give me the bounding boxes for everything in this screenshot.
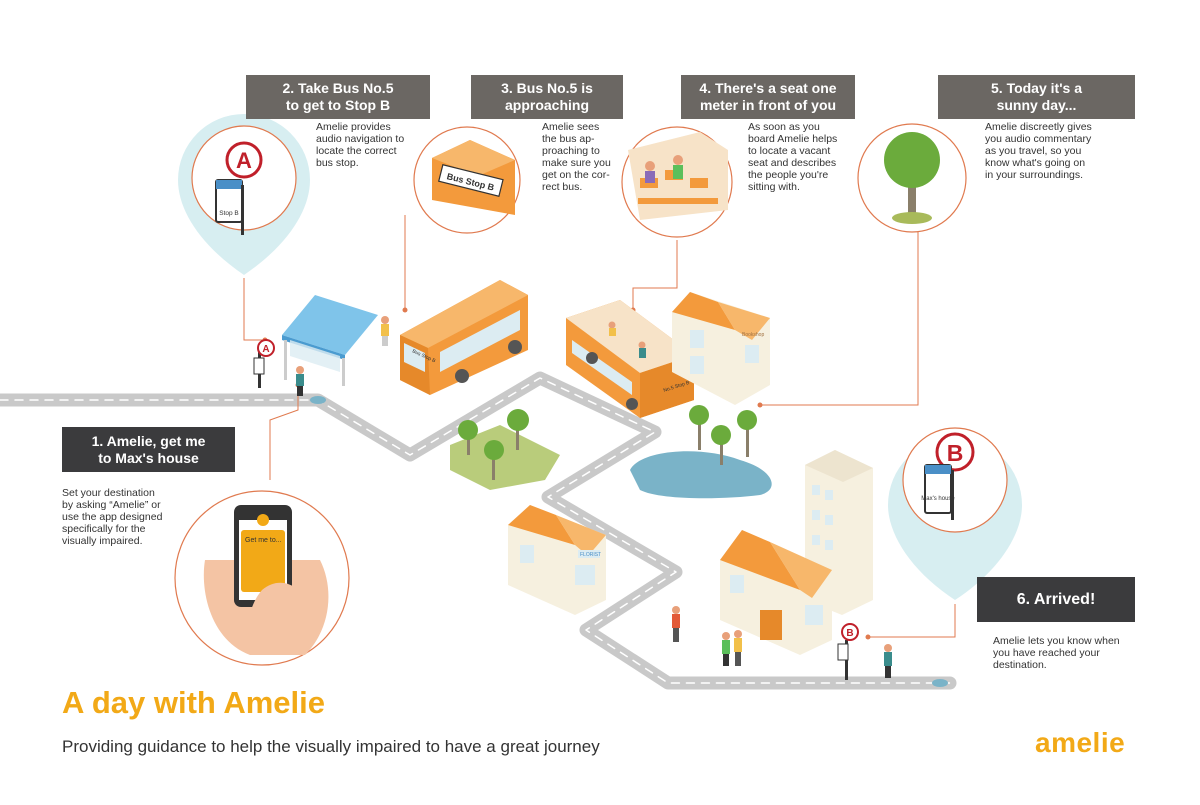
road-node-a [310,396,326,404]
step-5-body-line-1: Amelie discreetly gives [985,121,1092,133]
step-3-heading-line-1: 3. Bus No.5 is [501,80,593,96]
park-left [450,409,560,490]
bus-arriving: Bus Stop B [400,280,528,395]
circle-bus: Bus Stop B [413,126,521,234]
step-6-body-line-1: Amelie lets you know when [993,635,1120,647]
step-4-heading-line-1: 4. There's a seat one [699,80,837,96]
pin-a-sign-text: Stop B [219,210,239,217]
step-1-body-line-3: use the app designed [62,511,163,523]
step-4-body-line-2: board Amelie helps [748,133,838,145]
pin-a-letter: A [236,148,252,173]
person-waiting [296,366,304,396]
step-6-heading-line-1: 6. Arrived! [1016,591,1096,608]
step-6-description: Amelie lets you know when you have reach… [993,635,1120,671]
step-3-body-line-4: make sure you [542,157,611,169]
phone-text: Get me to... [245,537,282,544]
step-1-body-line-2: by asking “Amelie” or [62,499,161,511]
step-2-callout: 2. Take Bus No.5 to get to Stop B [246,75,430,119]
building-destination [720,530,832,655]
step-4-description: As soon as you board Amelie helps to loc… [748,121,837,193]
step-2-heading-line-2: to get to Stop B [285,97,391,113]
pin-b: B Max's house [888,427,1022,600]
map-stop-b-letter: B [846,628,853,639]
step-3-body-line-3: proaching to [542,145,600,157]
step-4-body-line-3: to locate a vacant [748,145,831,157]
pond-park [630,405,772,499]
step-6-body-line-3: destination. [993,659,1047,671]
step-2-body-line-2: audio navigation to [316,133,405,145]
step-3-body-line-2: the bus ap- [542,133,595,145]
bus-open-top: No.5 Stop B [566,300,694,418]
step-4-body-line-5: the people you're [748,169,829,181]
step-1-callout: 1. Amelie, get me to Max's house [62,427,235,472]
step-4-callout: 4. There's a seat one meter in front of … [681,75,855,119]
page-subtitle: Providing guidance to help the visually … [62,737,600,756]
bookshop-label: Bookshop [742,332,764,338]
step-3-heading-line-2: approaching [504,97,589,113]
step-6-callout: 6. Arrived! [977,577,1135,622]
step-4-heading-line-2: meter in front of you [699,97,837,113]
bus-stop-sign-a: A [253,339,275,388]
step-5-heading-line-1: 5. Today it's a [991,80,1082,96]
step-5-body-line-4: know what's going on [985,157,1086,169]
building-florist: FLORIST [508,505,606,615]
page-title: A day with Amelie [62,685,325,720]
step-6-body-line-2: you have reached your [993,647,1100,659]
step-3-callout: 3. Bus No.5 is approaching [471,75,623,119]
bus-shelter [282,295,378,386]
pin-a: A Stop B [178,114,310,275]
pin-b-sign-text: Max's house [921,496,955,502]
road-node-b [932,679,948,687]
circle-tree [857,123,967,233]
florist-label: FLORIST [580,552,601,558]
step-5-description: Amelie discreetly gives you audio commen… [985,121,1092,181]
step-4-body-line-6: sitting with. [748,181,800,193]
connector-lines [243,215,956,638]
map-stop-a-letter: A [262,344,269,355]
step-5-body-line-3: as you travel, so you [985,145,1082,157]
step-5-body-line-2: you audio commentary [985,133,1092,145]
step-5-callout: 5. Today it's a sunny day... [938,75,1135,119]
bus-stop-sign-b: B [837,623,859,680]
step-1-body-line-5: visually impaired. [62,535,143,547]
step-2-body-line-3: locate the correct [316,145,397,157]
step-1-description: Set your destination by asking “Amelie” … [62,487,162,547]
step-1-body-line-1: Set your destination [62,487,155,499]
step-4-body-line-1: As soon as you [748,121,820,133]
building-bookshop: Bookshop [672,292,770,405]
circle-interior [621,126,733,238]
step-4-body-line-4: seat and describes [748,157,837,169]
person-standing [381,316,389,346]
step-1-heading-line-1: 1. Amelie, get me [91,432,206,449]
step-5-body-line-5: in your surroundings. [985,169,1084,181]
step-2-description: Amelie provides audio navigation to loca… [316,121,404,169]
brand-logo: amelie [1035,727,1126,758]
step-1-heading-line-2: to Max's house [98,449,199,466]
step-2-body-line-1: Amelie provides [316,121,391,133]
step-3-description: Amelie sees the bus ap- proaching to mak… [542,121,611,193]
step-3-body-line-5: get on the cor- [542,169,610,181]
step-3-body-line-6: rect bus. [542,181,583,193]
step-1-body-line-4: specifically for the [62,523,146,535]
pin-b-letter: B [947,440,964,466]
road [0,371,957,690]
step-5-heading-line-2: sunny day... [996,97,1077,113]
pedestrians [672,606,892,678]
circle-phone: Get me to... [174,490,350,666]
step-2-heading-line-1: 2. Take Bus No.5 [282,80,394,96]
step-3-body-line-1: Amelie sees [542,121,600,133]
step-2-body-line-4: bus stop. [316,157,359,169]
